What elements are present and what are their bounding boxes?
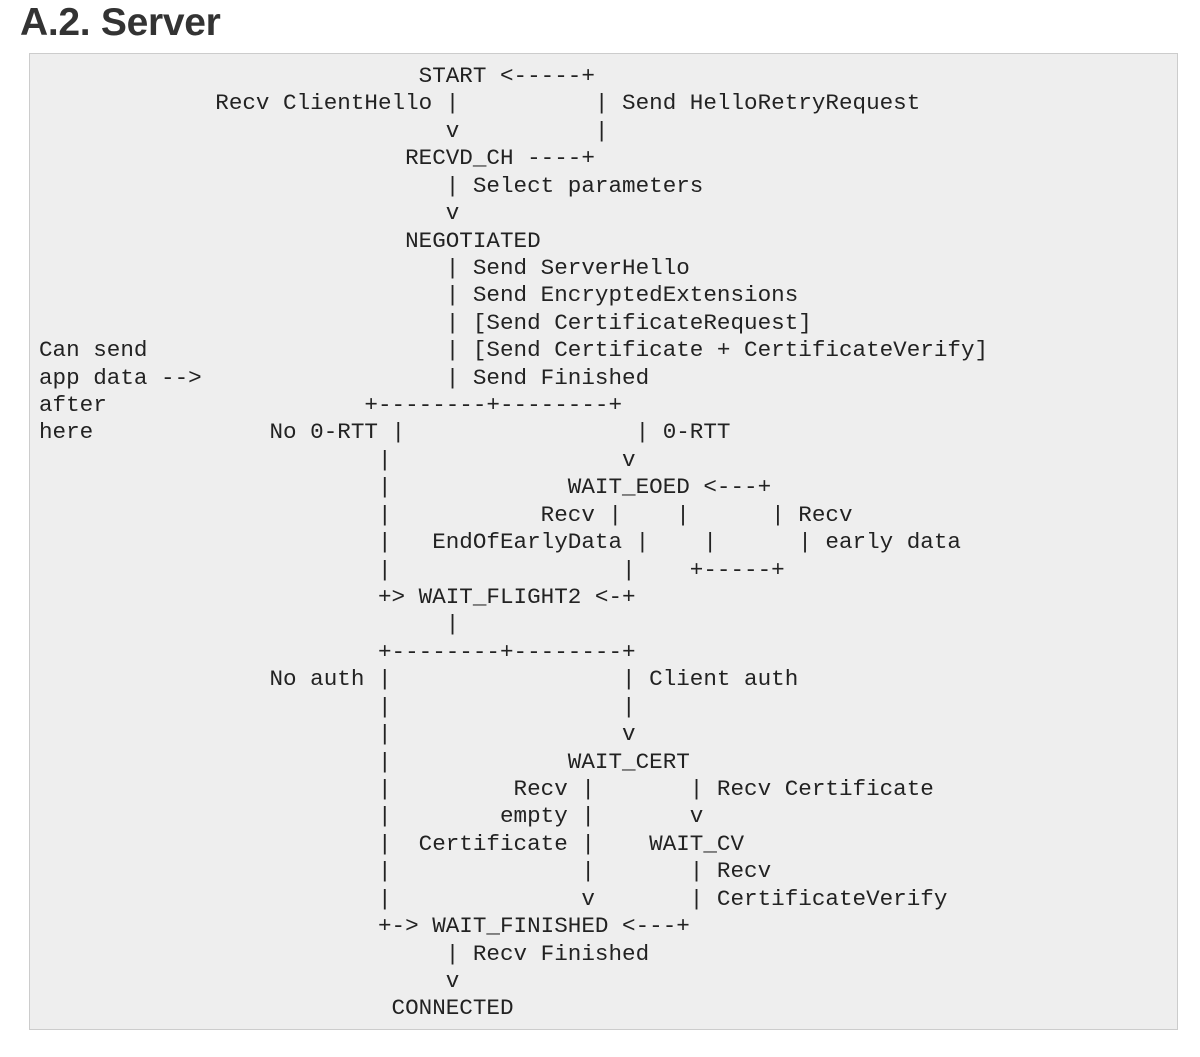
diagram-line: v	[39, 200, 460, 227]
diagram-line: START <-----+	[39, 63, 595, 89]
diagram-line: | EndOfEarlyData | | | early data	[39, 529, 961, 556]
diagram-line: | v	[39, 446, 636, 473]
diagram-line: after +--------+--------+	[39, 392, 623, 419]
diagram-line: +--------+--------+	[39, 638, 636, 665]
section-heading: A.2. Server	[20, 1, 221, 44]
diagram-line: | empty | v	[39, 803, 704, 830]
diagram-line: | WAIT_CERT	[39, 748, 690, 775]
diagram-line: | v	[39, 721, 636, 748]
diagram-line: here No 0-RTT | | 0-RTT	[39, 419, 731, 446]
diagram-line: | [Send CertificateRequest]	[39, 309, 812, 336]
diagram-line: +-> WAIT_FINISHED <---+	[39, 913, 690, 940]
diagram-line: | | +-----+	[39, 556, 785, 583]
diagram-code-block: START <-----+ Recv ClientHello | | Send …	[29, 53, 1178, 1030]
diagram-line: | Recv | | Recv Certificate	[39, 775, 934, 802]
diagram-line: app data --> | Send Finished	[39, 364, 650, 391]
diagram-line: v |	[39, 117, 609, 144]
diagram-line: | | | Recv	[39, 858, 772, 885]
diagram-line: Can send | [Send Certificate + Certifica…	[39, 337, 989, 364]
diagram-line: | Send ServerHello	[39, 254, 690, 281]
diagram-line: | Send EncryptedExtensions	[39, 282, 799, 309]
diagram-line: | v | CertificateVerify	[39, 885, 948, 912]
diagram-line: NEGOTIATED	[39, 227, 541, 254]
diagram-line: | Recv Finished	[39, 940, 650, 967]
diagram-line: | Select parameters	[39, 172, 704, 199]
diagram-line: | |	[39, 693, 636, 720]
diagram-line: +> WAIT_FLIGHT2 <-+	[39, 584, 636, 611]
diagram-line: |	[39, 611, 460, 638]
diagram-line: | WAIT_EOED <---+	[39, 474, 772, 501]
diagram-line: Recv ClientHello | | Send HelloRetryRequ…	[39, 90, 921, 117]
diagram-line: RECVD_CH ----+	[39, 145, 595, 172]
diagram-line: No auth | | Client auth	[39, 666, 799, 693]
diagram-line: CONNECTED	[39, 995, 514, 1022]
diagram-line: | Certificate | WAIT_CV	[39, 830, 745, 857]
state-machine-diagram: START <-----+ Recv ClientHello | | Send …	[39, 63, 988, 1023]
diagram-line: | Recv | | | Recv	[39, 501, 853, 528]
diagram-line: v	[39, 967, 460, 994]
